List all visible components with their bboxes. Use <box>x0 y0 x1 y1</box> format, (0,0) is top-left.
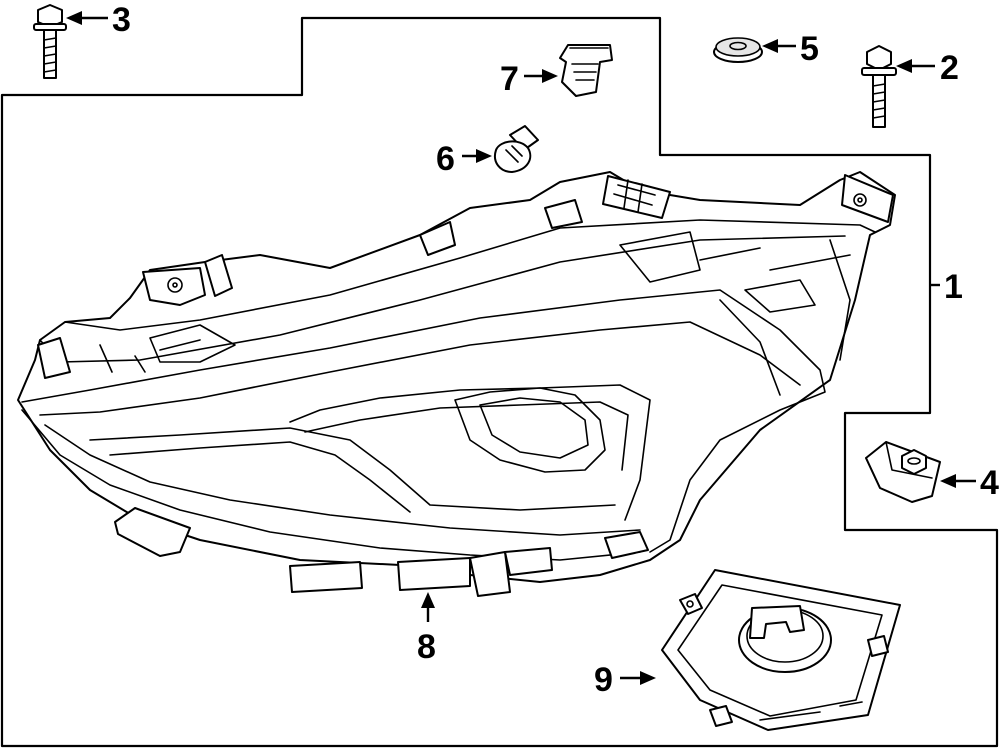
callout-7: 7 <box>500 60 558 98</box>
callout-9: 9 <box>594 661 656 699</box>
bolt-3 <box>33 4 67 79</box>
callout-2: 2 <box>896 49 959 87</box>
headlamp-assembly <box>17 171 896 597</box>
clip-nut-4 <box>865 441 941 503</box>
bulb-socket-7 <box>559 44 613 97</box>
callout-7-label: 7 <box>500 60 519 98</box>
callout-5: 5 <box>762 30 819 68</box>
callout-1: 1 <box>930 268 963 306</box>
callout-5-label: 5 <box>800 30 819 68</box>
callout-4-label: 4 <box>980 464 999 502</box>
callout-8: 8 <box>417 592 436 666</box>
control-module-9 <box>661 569 901 731</box>
callout-4: 4 <box>940 464 999 502</box>
assembly-boundary <box>0 16 999 748</box>
callout-2-label: 2 <box>940 49 959 87</box>
callout-3-label: 3 <box>112 1 131 39</box>
bolt-2 <box>861 45 897 128</box>
callout-1-label: 1 <box>944 268 963 306</box>
callout-9-label: 9 <box>594 661 613 699</box>
grommet-5 <box>713 37 763 63</box>
callout-6-label: 6 <box>436 140 455 178</box>
callout-3: 3 <box>66 1 131 39</box>
callout-8-label: 8 <box>417 628 436 666</box>
bulb-6 <box>494 125 539 173</box>
callout-6: 6 <box>436 140 492 178</box>
